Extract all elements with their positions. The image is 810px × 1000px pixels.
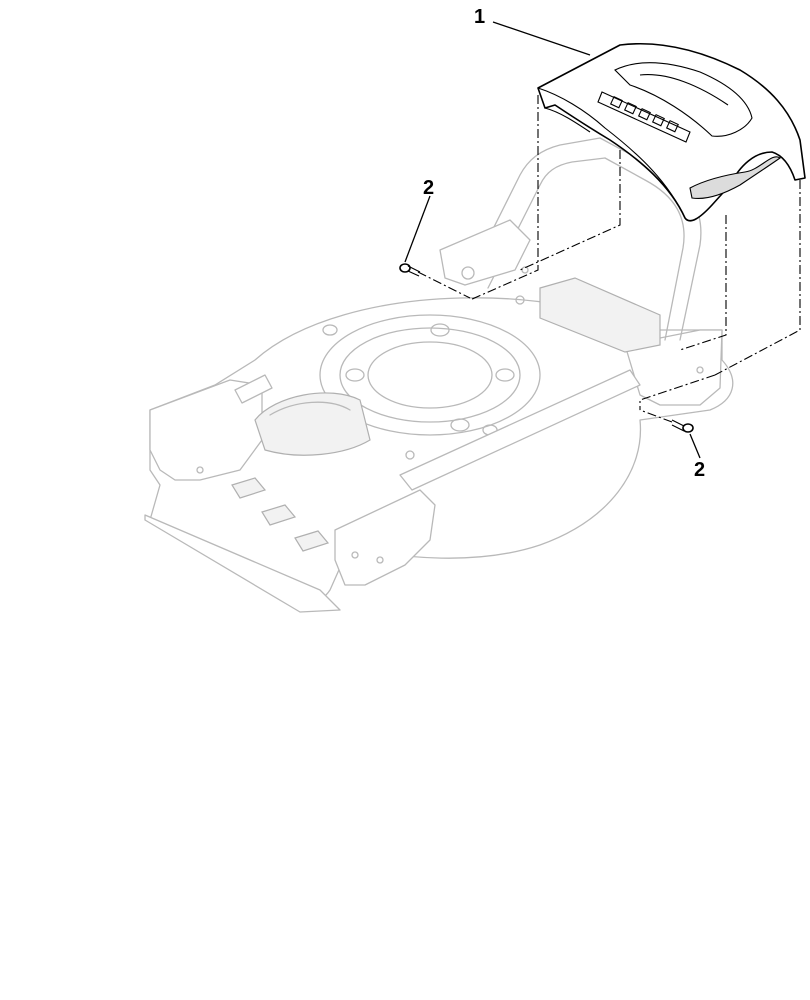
rear-roller [539, 277, 661, 353]
callout-part-2-right: 2 [694, 459, 706, 481]
handle-left-tube-outer [464, 137, 601, 286]
left-side-bracket [149, 379, 263, 481]
handle-mount-left [439, 219, 531, 286]
rear-cover-part [537, 42, 806, 222]
deck-body [149, 297, 734, 606]
mower-deck-ghost [144, 277, 734, 613]
handle-cross-bar [399, 369, 641, 491]
engine-mount-mid [339, 327, 521, 423]
front-lip [144, 514, 341, 613]
leader-part-2-right [689, 433, 701, 459]
callout-part-1: 1 [474, 6, 486, 28]
rear-cover-top-panel [614, 62, 753, 137]
handle-right-tube-inner [604, 157, 685, 341]
engine-mount-outer [319, 314, 541, 436]
screw-right [671, 419, 694, 433]
callout-part-2-left: 2 [423, 177, 435, 199]
rear-cover-body [537, 42, 806, 222]
screw-left [399, 263, 421, 277]
handle-left-tube-inner [487, 157, 606, 289]
leader-part-2-left [404, 195, 431, 263]
leader-lines [404, 21, 701, 459]
front-right-side-plate [334, 489, 436, 586]
warning-label [597, 91, 691, 143]
front-axle-tube [234, 374, 273, 404]
rear-cover-side-vent [689, 156, 781, 199]
rear-right-side-plate [624, 329, 723, 406]
assembly-lines [417, 95, 801, 423]
leader-part-1 [492, 21, 591, 56]
engine-mount-inner [367, 341, 493, 409]
